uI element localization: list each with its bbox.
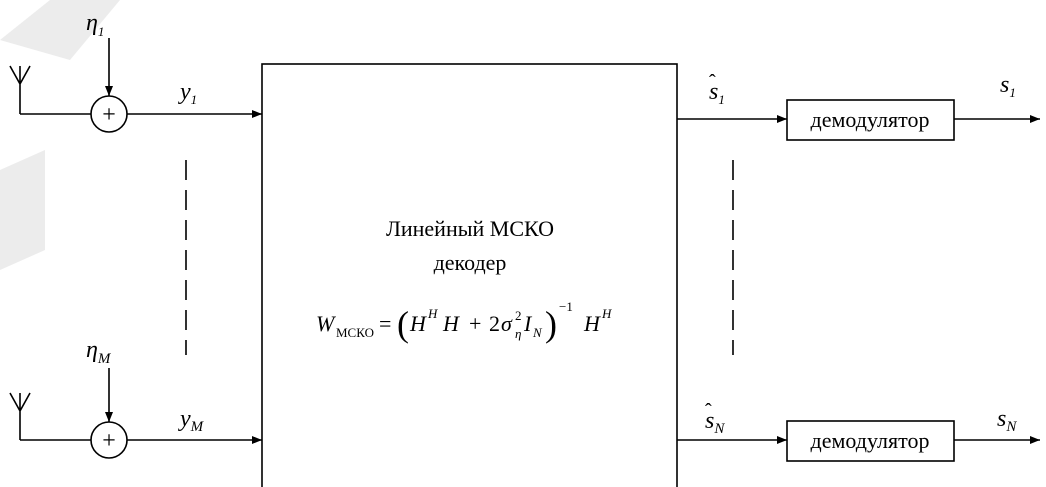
mmse-formula: W МСКО = ( H H H + 2 σ 2 η I N ) −1 H H (316, 299, 612, 344)
adder-plus-icon: + (102, 428, 116, 454)
output-channel-n: sN ˆ демодулятор sN (677, 400, 1040, 462)
demodulator-block (786, 420, 955, 462)
noise-label: ηM (86, 337, 112, 367)
formula-equals: = (379, 311, 391, 336)
formula-sigma: σ (501, 311, 513, 336)
output-label: sN (997, 406, 1017, 435)
antenna-icon (9, 65, 31, 114)
antenna-icon (9, 392, 31, 440)
input-channel-1: + η1 y1 (9, 10, 262, 133)
output-channel-1: s1 ˆ демодулятор s1 (677, 71, 1040, 141)
formula-open-paren: ( (397, 304, 409, 344)
decoder-title-line2: декодер (434, 250, 507, 275)
estimate-hat: ˆ (705, 400, 712, 422)
input-channel-m: + ηM yM (9, 337, 262, 459)
signal-label: y1 (178, 79, 197, 107)
decoder-block (261, 63, 678, 487)
adder-plus-icon: + (102, 102, 116, 128)
formula-sigma-sup: 2 (515, 308, 522, 323)
formula-w-subscript: МСКО (336, 325, 374, 340)
noise-label: η1 (86, 10, 104, 39)
demodulator-label: демодулятор (811, 107, 930, 132)
formula-w: W (316, 311, 336, 336)
formula-h2: H (442, 311, 460, 336)
decoder-title-line1: Линейный МСКО (386, 216, 554, 241)
demodulator-label: демодулятор (811, 428, 930, 453)
estimate-hat: ˆ (709, 71, 716, 93)
formula-h1: H (409, 311, 427, 336)
formula-close-paren: ) (545, 304, 557, 344)
background-watermark (0, 0, 120, 270)
formula-h1-sup: H (427, 306, 438, 321)
formula-coef: 2 (489, 311, 500, 336)
output-label: s1 (1000, 72, 1016, 100)
formula-sigma-sub: η (515, 326, 521, 341)
demodulator-block (786, 99, 955, 141)
estimate-label: s1 (709, 79, 725, 107)
formula-identity: I (523, 311, 533, 336)
signal-label: yM (178, 406, 205, 435)
estimate-label: sN (705, 408, 725, 437)
formula-inverse-sup: −1 (559, 299, 573, 314)
formula-plus: + (469, 311, 481, 336)
formula-h3-sup: H (601, 306, 612, 321)
formula-identity-sub: N (532, 325, 543, 340)
formula-h3: H (583, 311, 601, 336)
